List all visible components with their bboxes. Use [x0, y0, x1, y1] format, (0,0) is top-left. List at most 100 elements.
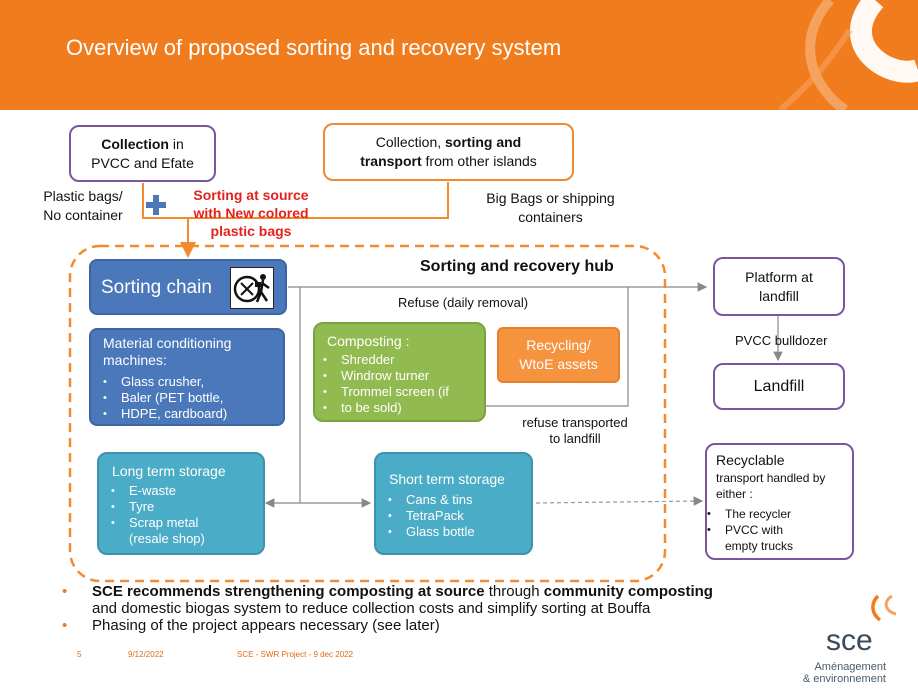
plastic-bags-label: Plastic bags/ No container — [30, 187, 136, 225]
list-item: Trommel screen (if — [311, 384, 449, 400]
title-banner — [0, 0, 918, 110]
wtoe-line2: WtoE assets — [519, 356, 598, 372]
hub-title: Sorting and recovery hub — [420, 258, 614, 275]
collection-pvcc-box: Collection in PVCC and Efate — [69, 125, 216, 182]
plastic-bags-line1: Plastic bags/ — [43, 188, 123, 204]
collection-islands-box: Collection, sorting and transport from o… — [323, 123, 574, 181]
big-bags-line1: Big Bags or shipping — [486, 190, 615, 206]
composting-box: Composting : Shredder Windrow turner Tro… — [313, 322, 486, 422]
bullet-dot: • — [62, 583, 68, 600]
refuse-transported-line2: to landfill — [549, 431, 601, 446]
platform-box: Platform at landfill — [713, 257, 845, 316]
recommendation-1: • SCE recommends strengthening compostin… — [62, 583, 832, 617]
pvcc-bulldozer-label: PVCC bulldozer — [735, 333, 828, 348]
recyclable-title: Recyclable — [716, 452, 785, 468]
short-term-items-list: Cans & tins TetraPack Glass bottle — [376, 492, 475, 540]
list-item: PVCC with — [695, 522, 793, 538]
landfill-label: Landfill — [753, 378, 805, 395]
rec1-bold1: SCE recommends strengthening composting … — [92, 583, 485, 600]
sce-logo-tagline: Aménagement & environnement — [788, 661, 886, 685]
recycling-bin-icon — [230, 267, 274, 309]
short-term-storage-box: Short term storage Cans & tins TetraPack… — [374, 452, 533, 555]
list-item: Shredder — [311, 352, 449, 368]
wtoe-line1: Recycling/ — [526, 337, 591, 353]
material-title-line2: machines: — [103, 352, 167, 368]
recyclable-sub2: either : — [716, 487, 753, 501]
sorting-chain-box: Sorting chain — [89, 259, 287, 315]
material-items-list: Glass crusher, Baler (PET bottle, HDPE, … — [91, 374, 227, 422]
list-item: Glass crusher, — [91, 374, 227, 390]
recyclable-sub: transport handled by either : — [716, 470, 825, 502]
bullet-dot: • — [62, 617, 68, 634]
tagline-line1: Aménagement — [814, 661, 886, 673]
long-term-storage-box: Long term storage E-waste Tyre Scrap met… — [97, 452, 265, 555]
islands-line1-bold: sorting and — [445, 134, 522, 150]
refuse-line — [486, 287, 629, 407]
material-conditioning-title: Material conditioning machines: — [103, 335, 231, 369]
composting-title: Composting : — [327, 333, 410, 349]
recycling-wtoe-box: Recycling/ WtoE assets — [497, 327, 620, 383]
plastic-bags-line2: No container — [43, 207, 123, 223]
list-item: empty trucks — [725, 539, 794, 553]
islands-line1: Collection, — [375, 134, 446, 150]
collection-link-line — [142, 182, 449, 219]
list-item: Scrap metal — [99, 515, 205, 531]
platform-line1: Platform at — [745, 268, 813, 285]
refuse-transported-line1: refuse transported — [522, 415, 628, 430]
rec1-bold2: community composting — [543, 583, 713, 600]
list-item: E-waste — [99, 483, 205, 499]
rec1-line2: and domestic biogas system to reduce col… — [92, 600, 651, 617]
big-bags-line2: containers — [518, 209, 583, 225]
islands-line2-bold: transport — [360, 153, 422, 169]
footer-date: 9/12/2022 — [128, 650, 164, 659]
landfill-box: Landfill — [713, 363, 845, 410]
page-number: 5 — [77, 650, 82, 659]
sorting-chain-label: Sorting chain — [101, 277, 212, 298]
short-term-title: Short term storage — [389, 471, 505, 487]
long-term-items-list: E-waste Tyre Scrap metal (resale shop) — [99, 483, 205, 547]
list-item: Windrow turner — [311, 368, 449, 384]
rec2-text: Phasing of the project appears necessary… — [92, 617, 440, 634]
material-conditioning-box: Material conditioning machines: Glass cr… — [89, 328, 285, 426]
list-item: The recycler — [695, 506, 793, 522]
list-item: Cans & tins — [376, 492, 475, 508]
recyclable-sub1: transport handled by — [716, 471, 826, 485]
source-line2: with New colored — [193, 205, 309, 221]
collection-pvcc-rest: in — [168, 135, 184, 152]
platform-line2: landfill — [759, 287, 799, 304]
rec1-mid: through — [484, 583, 544, 600]
collection-pvcc-line2: PVCC and Efate — [91, 154, 194, 171]
refuse-daily-label: Refuse (daily removal) — [398, 295, 529, 310]
hub-outline — [68, 244, 667, 583]
footer-project: SCE - SWR Project - 9 dec 2022 — [237, 650, 354, 659]
long-term-title: Long term storage — [112, 463, 226, 479]
list-item: Glass bottle — [376, 524, 475, 540]
recyclable-box: Recyclable transport handled by either :… — [705, 443, 854, 560]
plus-icon — [146, 195, 166, 215]
source-line3: plastic bags — [210, 223, 292, 239]
composting-items-list: Shredder Windrow turner Trommel screen (… — [311, 352, 449, 416]
source-line1: Sorting at source — [193, 187, 309, 203]
tagline-line2: & environnement — [802, 673, 886, 685]
material-title-line1: Material conditioning — [103, 335, 232, 351]
sorting-at-source-label: Sorting at source with New colored plast… — [176, 186, 326, 240]
sce-logo-text: sce — [826, 624, 873, 657]
list-item: HDPE, cardboard) — [91, 406, 227, 422]
recommendations-list: • SCE recommends strengthening compostin… — [62, 583, 832, 634]
sce-logo-icon — [868, 594, 898, 622]
list-item: TetraPack — [376, 508, 475, 524]
islands-line2: from other islands — [421, 153, 537, 169]
arrow-to-recyclable — [535, 496, 704, 506]
big-bags-label: Big Bags or shipping containers — [468, 189, 633, 227]
list-item: (resale shop) — [129, 531, 205, 546]
recyclable-items-list: The recycler PVCC with empty trucks — [695, 506, 793, 554]
collection-pvcc-bold: Collection — [101, 135, 169, 152]
list-item: Tyre — [99, 499, 205, 515]
banner-swoosh-graphic — [778, 0, 918, 110]
recommendation-2: • Phasing of the project appears necessa… — [62, 617, 832, 634]
refuse-transported-label: refuse transported to landfill — [512, 415, 638, 447]
page-title: Overview of proposed sorting and recover… — [66, 35, 562, 60]
list-item: Baler (PET bottle, — [91, 390, 227, 406]
list-item: to be sold) — [311, 400, 449, 416]
